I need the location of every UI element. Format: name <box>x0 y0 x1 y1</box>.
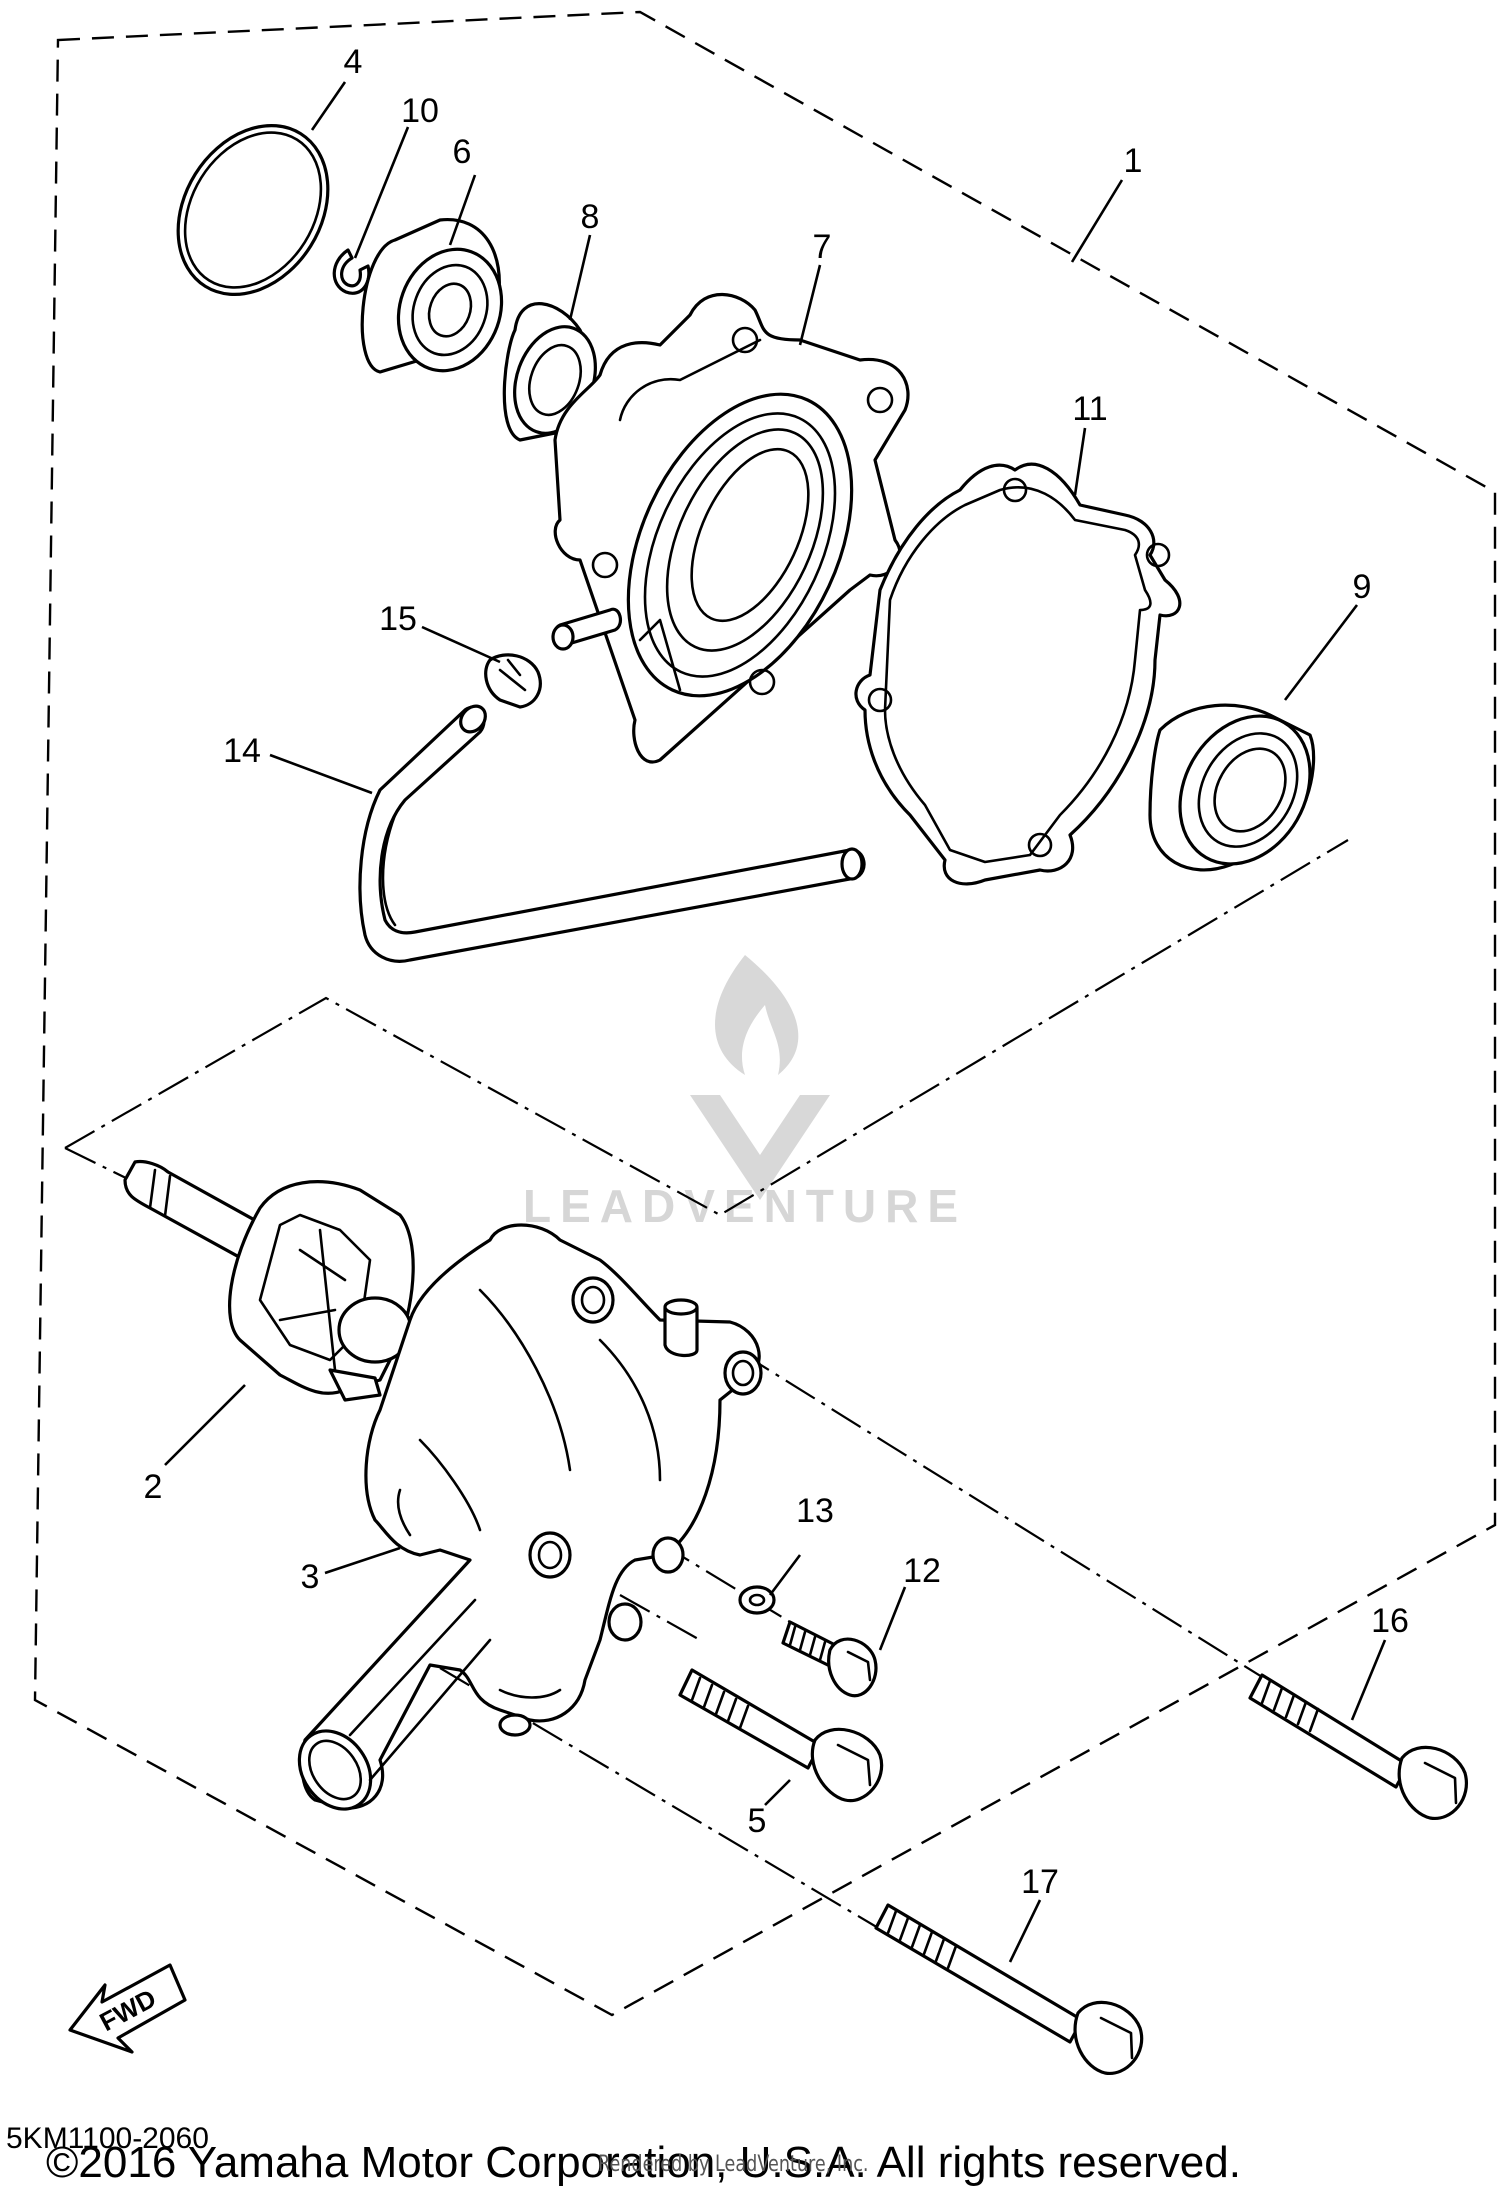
callout-4: 4 <box>344 43 363 81</box>
callout-5: 5 <box>748 1802 767 1840</box>
callout-12: 12 <box>903 1552 941 1590</box>
assembly-boundary <box>33 10 1497 2017</box>
hose-clamp <box>484 653 542 709</box>
circlip <box>332 248 371 295</box>
rendered-by-notice: Rendered by LeadVenture, Inc. <box>598 2152 869 2177</box>
callout-9: 9 <box>1353 568 1372 606</box>
impeller-shaft <box>123 1159 415 1402</box>
callout-8: 8 <box>581 198 600 236</box>
o-ring <box>176 123 330 297</box>
fwd-arrow-icon: FWD <box>68 1963 187 2054</box>
callout-16: 16 <box>1371 1602 1409 1640</box>
callout-2: 2 <box>144 1468 163 1506</box>
bolt-long <box>1248 1673 1468 1820</box>
bearing <box>360 218 504 374</box>
gasket-plane-outline <box>64 839 1349 1217</box>
callout-labels: 1 2 3 4 5 6 7 8 9 10 11 12 13 14 15 16 1… <box>144 43 1409 1901</box>
hose <box>358 704 866 963</box>
callout-11: 11 <box>1072 390 1107 428</box>
diagram-reference-code: 5KM1100-2060 <box>6 2122 209 2155</box>
callout-1: 1 <box>1124 142 1143 180</box>
watermark-text: LEADVENTURE <box>523 1180 967 1232</box>
bolt-16-axis <box>739 1351 1276 1686</box>
callout-17: 17 <box>1021 1863 1059 1901</box>
bearing-housing <box>551 292 910 764</box>
bolt-5-axis <box>619 1594 701 1641</box>
bolt-extra-long <box>874 1903 1144 2075</box>
water-pump-body <box>297 1223 763 1811</box>
callout-13: 13 <box>796 1492 834 1530</box>
washer <box>738 1585 776 1615</box>
gasket <box>854 462 1182 886</box>
callout-14: 14 <box>223 732 261 770</box>
screw <box>781 1620 878 1698</box>
mechanical-seal <box>1148 703 1316 872</box>
callout-15: 15 <box>379 600 417 638</box>
callout-7: 7 <box>813 228 832 266</box>
callout-3: 3 <box>301 1558 320 1596</box>
callout-10: 10 <box>401 92 439 130</box>
leader-lines <box>164 81 1387 1963</box>
leadventure-watermark: LEADVENTURE <box>523 955 967 1232</box>
bolt-short <box>678 1668 884 1803</box>
callout-6: 6 <box>453 133 472 171</box>
shaft-axis-line <box>64 1147 131 1181</box>
